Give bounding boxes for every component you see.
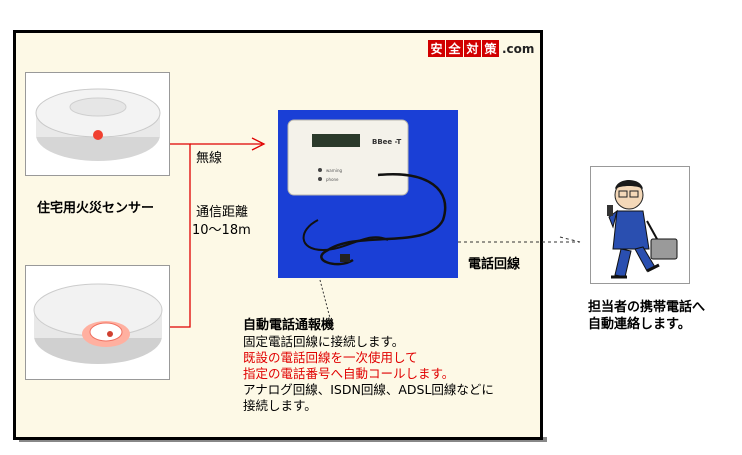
distance-label: 通信距離 [196,205,249,220]
phone-line-label: 電話回線 [468,257,521,272]
logo-char-4: 策 [482,40,499,57]
device-brand: BBee -T [372,138,401,146]
logo-char-3: 対 [464,40,481,57]
auto-dialer-photo: warning phone BBee -T [278,110,458,278]
device-desc-line-2: 既設の電話回線を一次使用して [243,350,418,365]
device-desc-line-3: 指定の電話番号へ自動コールします。 [243,366,455,381]
distance-value: 10～18m [192,223,251,238]
smoke-detector-icon [35,88,161,161]
auto-dialer-icon: warning phone BBee -T [287,119,447,266]
device-description: 自動電話通報機 固定電話回線に接続します。 既設の電話回線を一次使用して 指定の… [243,318,494,414]
device-title: 自動電話通報機 [243,318,335,333]
logo-domain: .com [502,41,535,56]
person-label-line-2: 自動連絡します。 [588,317,691,332]
businessman-icon [591,167,689,283]
heat-detector-icon [33,283,163,364]
smoke-sensor-photo [25,72,170,176]
person-photo [590,166,690,284]
device-led-1: warning [326,168,342,173]
heat-sensor-photo [25,265,170,380]
logo-char-2: 全 [446,40,463,57]
device-led-2: phone [326,177,339,182]
person-label-line-1: 担当者の携帯電話へ [588,300,706,315]
logo-char-1: 安 [428,40,445,57]
device-desc-line-5: 接続します。 [243,398,317,413]
device-desc-line-1: 固定電話回線に接続します。 [243,334,405,349]
site-logo: 安 全 対 策 .com [428,40,534,57]
sensor-label: 住宅用火災センサー [37,201,155,216]
wireless-label: 無線 [196,151,223,166]
device-desc-line-4: アナログ回線、ISDN回線、ADSL回線などに [243,382,494,397]
